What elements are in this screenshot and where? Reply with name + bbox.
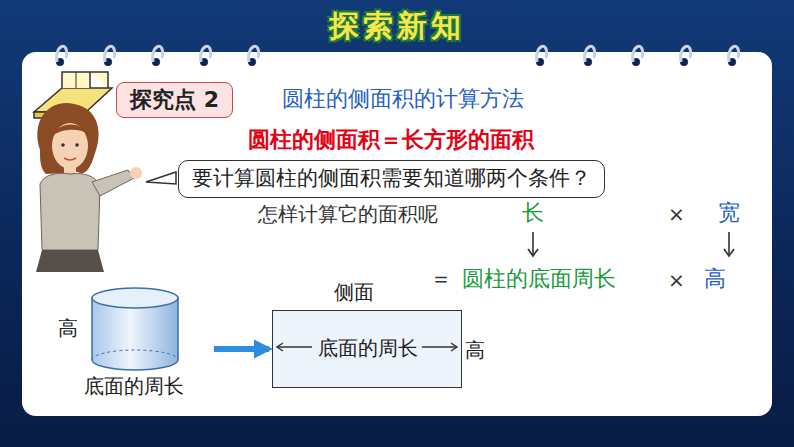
length-word: 长 [522,200,544,226]
node-text: 底面的周长 [318,336,418,360]
binder-rings [56,46,739,66]
section-tab: 探究点 2 [116,82,233,118]
dimension-label: 高 [465,338,485,362]
question-text: 怎样计算它的面积呢 [258,202,438,226]
dimension-label: 底面的周长 [84,374,184,398]
section-heading: 圆柱的侧面积的计算方法 [282,86,524,112]
node-text: 探究点 2 [130,87,219,113]
down-arrows [528,232,734,256]
speech-bubble: 要计算圆柱的侧面积需要知道哪两个条件？ [178,160,605,198]
bubble-pointer [146,172,176,184]
dimension-label: 高 [58,316,78,340]
equals-sign: ＝ [430,266,452,292]
width-word: 宽 [718,200,740,226]
side-rectangle: 侧面底面的周长 [272,310,462,388]
times-sign: × [668,268,685,292]
height-term: 高 [704,266,726,292]
cylinder-figure: 高底面的周长 [50,282,212,402]
slide-title: 探索新知 [0,8,794,44]
white-panel [22,52,772,416]
teacher-figure [36,103,142,272]
node-text: 要计算圆柱的侧面积需要知道哪两个条件？ [192,166,591,191]
times-sign: × [668,202,685,226]
shape-heading: 侧面 [334,280,374,304]
formula-text: 圆柱的侧面积＝长方形的面积 [248,127,534,153]
perimeter-term: 圆柱的底面周长 [462,266,616,292]
flow-arrow [214,346,269,352]
